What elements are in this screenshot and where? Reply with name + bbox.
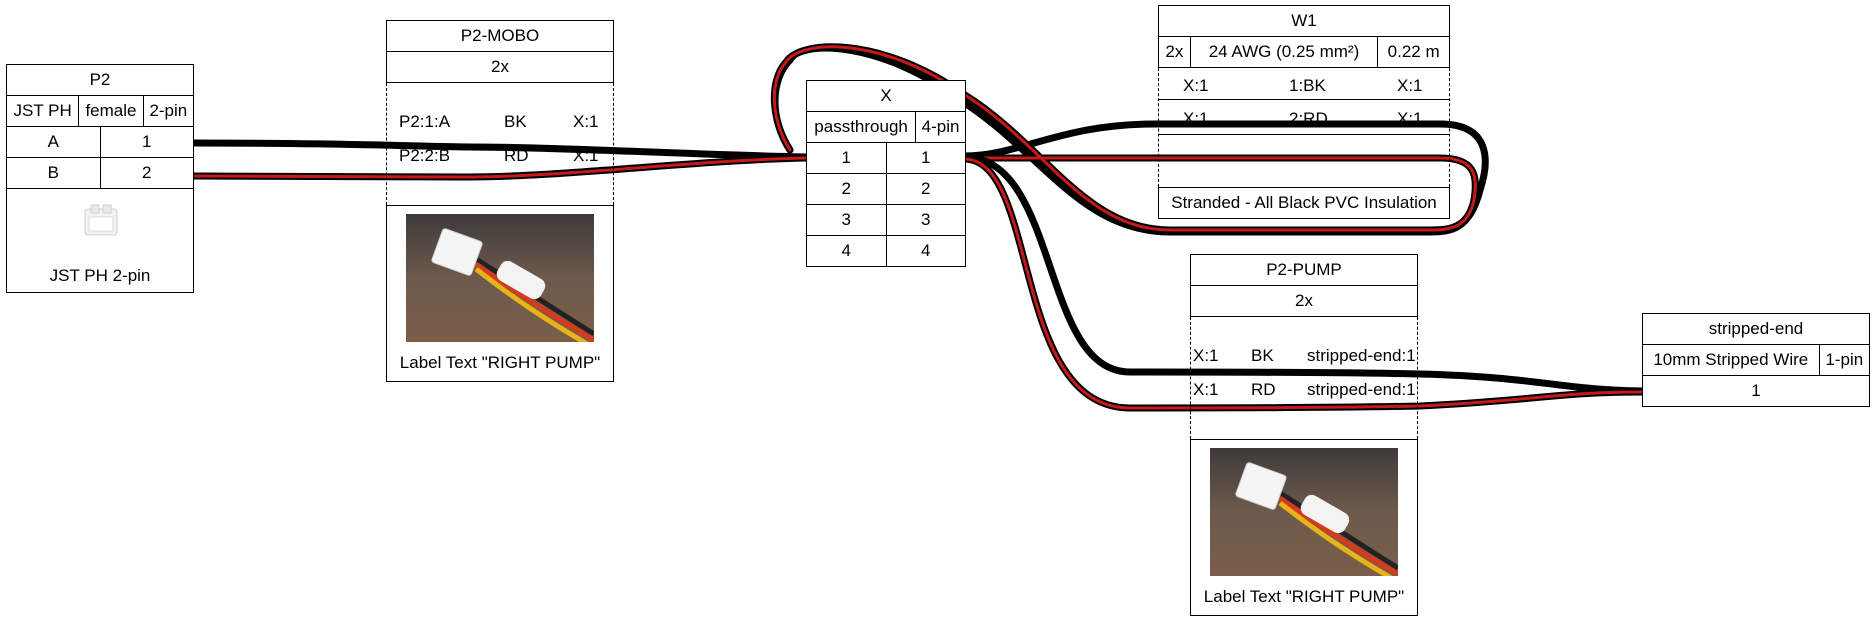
connector-gender: female (78, 95, 144, 127)
pin-row: B 2 (6, 157, 194, 189)
pin-right: 1 (885, 142, 966, 174)
wire-from: X:1 (1183, 76, 1209, 95)
pin-left: 3 (806, 204, 887, 236)
pin-label: A (6, 126, 101, 158)
wire-to: X:1 (1397, 76, 1423, 95)
wire-to: stripped-end:1 (1307, 380, 1416, 399)
cable-photo (406, 214, 594, 342)
wire-from: X:1 (1183, 109, 1209, 128)
connector-pincount: 1-pin (1818, 344, 1871, 376)
wire-w1-rd-core (772, 45, 1477, 232)
wire-color: RD (504, 146, 529, 165)
cable-photo (1210, 448, 1398, 576)
pin-number: 2 (99, 157, 194, 189)
cable-image-caption: Label Text "RIGHT PUMP" (399, 353, 601, 372)
wire-from: P2:2:B (399, 146, 451, 165)
wire-p2mobo-bk-core (191, 141, 808, 159)
connector-type: JST PH (5, 95, 80, 127)
connector-p2-pins: A 1 B 2 (6, 126, 194, 189)
cable-p2-mobo: P2-MOBO 2x P2:1:A BK X:1 P2:2:B RD X:1 L… (386, 20, 614, 382)
cable-quantity: 2x (386, 51, 614, 83)
pin-left: 1 (806, 142, 887, 174)
connector-stripped-end: stripped-end 10mm Stripped Wire 1-pin 1 (1642, 313, 1871, 407)
cable-length: 0.22 m (1377, 36, 1450, 68)
pin-right: 4 (885, 235, 966, 267)
cable-wire-list: P2:1:A BK X:1 P2:2:B RD X:1 (386, 83, 614, 205)
cable-quantity: 2x (1190, 285, 1418, 317)
cable-title: P2-PUMP (1190, 254, 1418, 286)
connector-type: 10mm Stripped Wire (1642, 344, 1820, 376)
connector-type: passthrough (805, 111, 917, 143)
connector-title: stripped-end (1642, 313, 1870, 345)
wire-p2mobo-rd-core (191, 156, 808, 179)
connector-p2: P2 JST PH female 2-pin A 1 B 2 JST PH 2-… (5, 64, 195, 293)
cable-w1: W1 2x 24 AWG (0.25 mm²) 0.22 m X:1 1:BK … (1158, 5, 1450, 219)
connector-photo-icon (406, 214, 594, 342)
cable-image-cell: Label Text "RIGHT PUMP" (1190, 439, 1418, 616)
wire-from: X:1 (1193, 346, 1219, 365)
cable-wire-list: X:1 BK stripped-end:1 X:1 RD stripped-en… (1190, 317, 1418, 439)
wire-to: X:1 (573, 112, 599, 131)
pin-right: 2 (885, 173, 966, 205)
cable-w1-specs: 2x 24 AWG (0.25 mm²) 0.22 m (1158, 36, 1450, 68)
cable-image-cell: Label Text "RIGHT PUMP" (386, 205, 614, 382)
pin-label: B (6, 157, 101, 189)
cable-wire-list: X:1 1:BK X:1 X:1 2:RD X:1 (1158, 68, 1450, 187)
pin-number: 1 (99, 126, 194, 158)
connector-p2-table: P2 JST PH female 2-pin (5, 64, 195, 127)
wire-color: 2:RD (1289, 109, 1328, 128)
connector-x-table: X passthrough 4-pin (805, 80, 966, 143)
connector-pincount: 2-pin (142, 95, 195, 127)
cable-title: P2-MOBO (386, 20, 614, 52)
pin-row: 1 (1642, 375, 1870, 407)
wire-from: X:1 (1193, 380, 1219, 399)
wire-color: BK (504, 112, 527, 131)
jst-connector-icon (84, 204, 118, 236)
wire-row-divider (1159, 99, 1449, 135)
cable-gauge: 24 AWG (0.25 mm²) (1189, 36, 1379, 68)
pin-left: 4 (806, 235, 887, 267)
cable-quantity: 2x (1158, 36, 1191, 68)
pin-right: 3 (885, 204, 966, 236)
wire-to: stripped-end:1 (1307, 346, 1416, 365)
connector-image-caption: JST PH 2-pin (49, 266, 151, 285)
pin-row: A 1 (6, 126, 194, 158)
wire-color: BK (1251, 346, 1274, 365)
pin-number: 1 (1642, 375, 1870, 407)
wire-to: X:1 (1397, 109, 1423, 128)
connector-pincount: 4-pin (915, 111, 966, 143)
wire-color: RD (1251, 380, 1276, 399)
cable-footer: Stranded - All Black PVC Insulation (1158, 187, 1450, 219)
cable-p2-pump: P2-PUMP 2x X:1 BK stripped-end:1 X:1 RD … (1190, 254, 1418, 616)
wire-color: 1:BK (1289, 76, 1326, 95)
connector-photo-icon (1210, 448, 1398, 576)
connector-title: P2 (6, 64, 194, 96)
wire-to: X:1 (573, 146, 599, 165)
connector-stripped-table: stripped-end 10mm Stripped Wire 1-pin 1 (1642, 313, 1871, 407)
wire-p2pump-rd-core (962, 157, 1645, 410)
wire-from: P2:1:A (399, 112, 451, 131)
cable-title: W1 (1158, 5, 1450, 37)
wire-p2pump-bk-core (962, 155, 1645, 393)
cable-image-caption: Label Text "RIGHT PUMP" (1203, 587, 1405, 606)
connector-title: X (806, 80, 966, 112)
pin-left: 2 (806, 173, 887, 205)
connector-image-cell: JST PH 2-pin (6, 188, 194, 293)
